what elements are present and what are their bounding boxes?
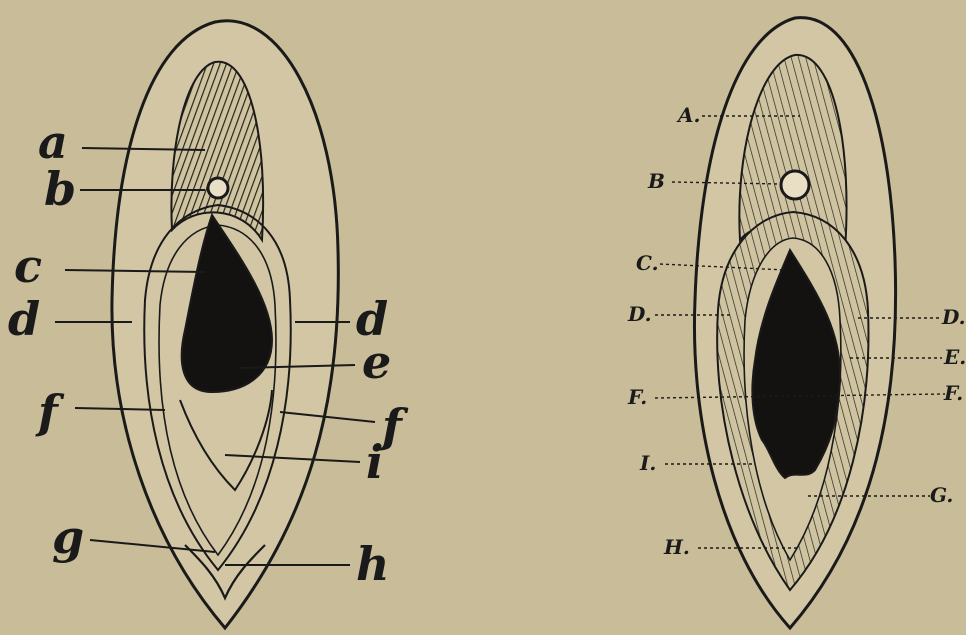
label-c: c	[14, 239, 42, 293]
label-B: B	[647, 169, 665, 193]
label-F-right: F.	[943, 381, 963, 405]
label-F-left: F.	[627, 385, 647, 409]
label-G: G.	[930, 483, 953, 507]
label-A: A.	[676, 103, 700, 127]
label-a: a	[38, 115, 68, 169]
label-i: i	[366, 435, 383, 489]
label-f-left: f	[35, 385, 65, 439]
label-d-left: d	[8, 292, 40, 346]
right-figure: A. B C. D. D. E. F. F. I. G. H.	[627, 18, 966, 628]
label-f-right: f	[379, 399, 409, 453]
label-g: g	[52, 510, 84, 564]
label-I: I.	[639, 451, 656, 475]
label-b: b	[44, 162, 76, 216]
label-e: e	[362, 335, 391, 389]
right-ring-b	[781, 171, 809, 199]
label-D-right: D.	[941, 305, 966, 329]
label-E: E.	[943, 345, 966, 369]
label-C: C.	[636, 251, 659, 275]
label-D-left: D.	[627, 302, 652, 326]
label-H: H.	[663, 535, 690, 559]
label-h: h	[356, 537, 389, 591]
left-figure: a b c d d e f f i g h	[8, 21, 409, 628]
left-ring-b	[208, 178, 228, 198]
